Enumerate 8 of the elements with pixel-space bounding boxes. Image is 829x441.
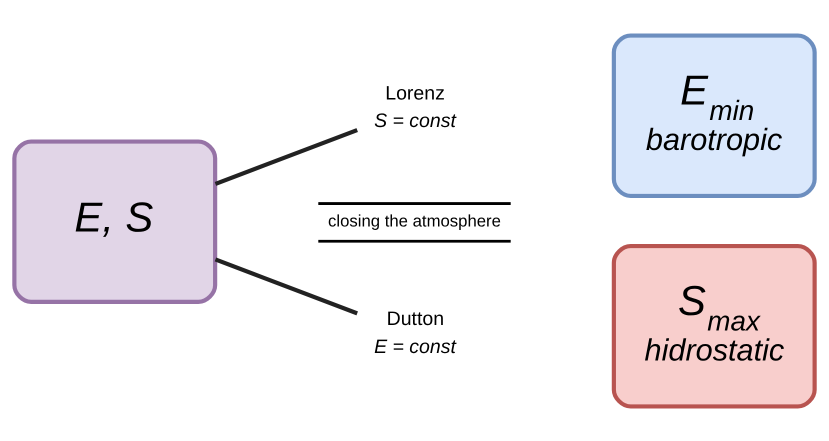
connector xyxy=(214,128,358,186)
node-box: E$_{min}$ barotropic xyxy=(612,32,817,198)
label: closing the atmosphere xyxy=(328,211,501,230)
node-text: Dutton E = const xyxy=(374,308,456,358)
connector xyxy=(214,257,358,315)
node-box: S$_{max}$ hidrostatic xyxy=(612,244,817,408)
node-text: Lorenz S = const xyxy=(374,82,456,132)
node-box: E, S xyxy=(12,138,218,304)
